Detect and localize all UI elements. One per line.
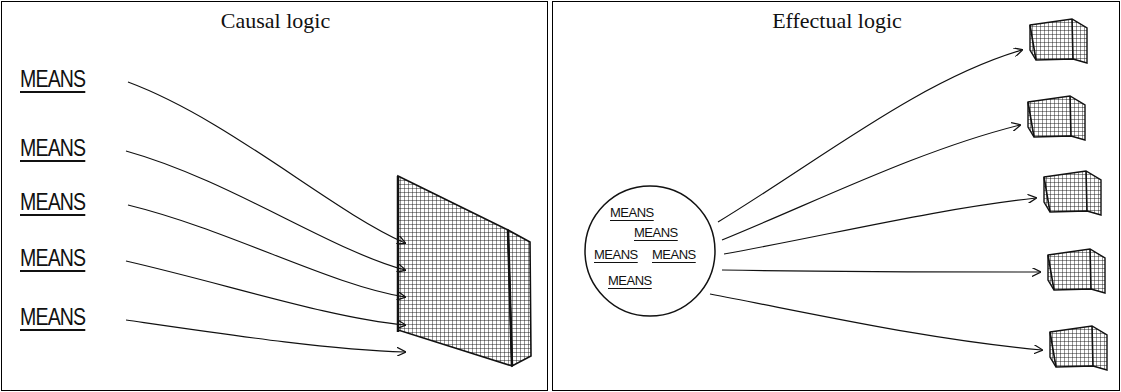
arrow <box>710 294 1042 350</box>
goal <box>1028 96 1085 140</box>
means-circle: MEANSMEANSMEANSMEANSMEANS <box>584 185 716 317</box>
logic-panel: Causal logicMEANS MEANS MEANS MEANS MEANS <box>1 1 548 391</box>
circle-outline <box>585 186 715 316</box>
means-label: MEANS <box>610 205 654 220</box>
means-label: MEANS <box>634 225 678 240</box>
effectual-arrows <box>710 50 1042 350</box>
arrow <box>722 270 1040 272</box>
panel-heading: Causal logic <box>221 8 330 34</box>
arrow <box>126 261 405 325</box>
arrow <box>718 50 1022 222</box>
means-label: MEANS <box>20 245 85 272</box>
means-label: MEANS <box>594 247 638 262</box>
means-label: MEANS <box>652 247 696 262</box>
big-goal <box>398 176 531 366</box>
goal <box>1050 326 1107 370</box>
means-label: MEANS <box>20 135 85 162</box>
arrow <box>126 320 405 352</box>
arrow <box>722 125 1020 240</box>
means-label: MEANS <box>20 189 85 216</box>
arrow <box>128 205 405 297</box>
arrow <box>128 82 405 243</box>
causal-arrows <box>126 82 405 352</box>
goal <box>1048 249 1105 293</box>
arrow <box>724 198 1036 254</box>
means-label: MEANS <box>20 66 85 93</box>
goal <box>1044 171 1101 215</box>
panel-heading: Effectual logic <box>772 8 902 34</box>
logic-panel: MEANSMEANSMEANSMEANSMEANSEffectual logic <box>552 1 1120 391</box>
small-goals <box>1028 19 1107 370</box>
goal <box>1030 19 1087 63</box>
means-label: MEANS <box>608 273 652 288</box>
means-label: MEANS <box>20 304 85 331</box>
